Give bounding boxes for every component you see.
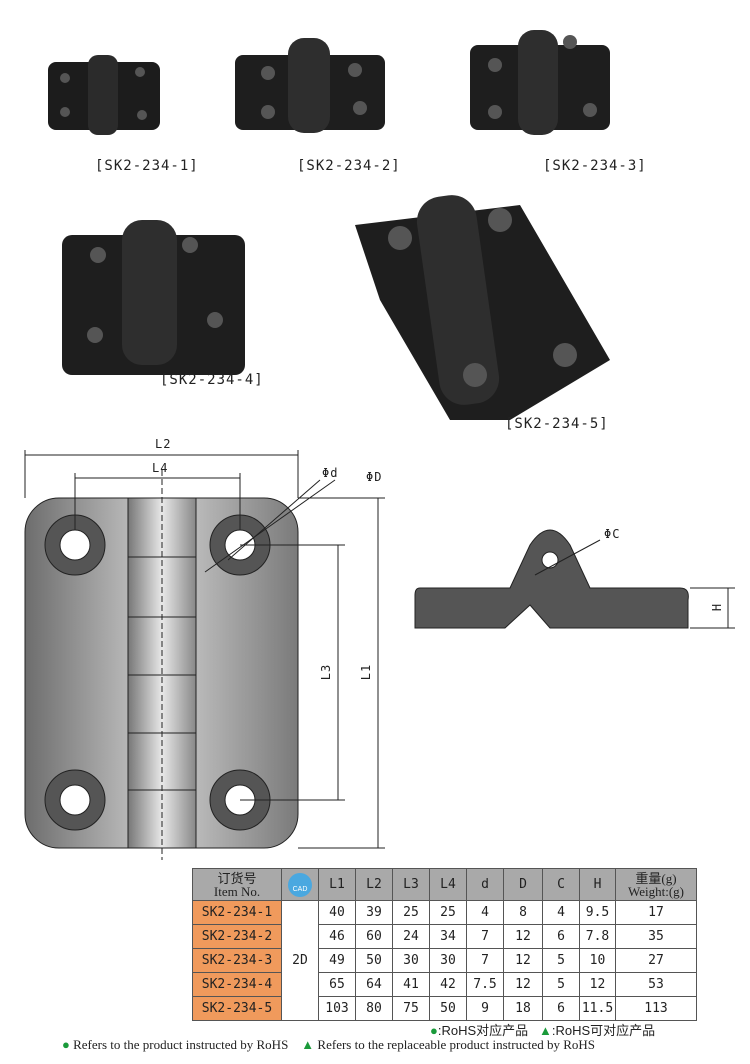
cell-D: 8: [503, 900, 543, 925]
legend-cn-triangle: :RoHS可对应产品: [551, 1023, 656, 1038]
cell-L4: 34: [429, 924, 467, 949]
item-number: SK2-234-3: [192, 948, 282, 973]
legend-cn-circle: :RoHS对应产品: [437, 1023, 529, 1038]
product-code-label: [SK2-234-4]: [160, 372, 264, 388]
cell-L2: 39: [355, 900, 393, 925]
cell-weight: 113: [615, 996, 697, 1021]
cell-L3: 41: [392, 972, 430, 997]
product-photo-sk2-234-4: [62, 220, 245, 375]
dim-D: ΦD: [366, 470, 383, 484]
header-item-en: Item No.: [213, 883, 261, 899]
product-code-label: [SK2-234-3]: [543, 158, 647, 174]
col-C: C: [542, 868, 580, 901]
cell-D: 12: [503, 948, 543, 973]
product-code-label: [SK2-234-2]: [297, 158, 401, 174]
col-H: H: [579, 868, 616, 901]
cell-C: 5: [542, 972, 580, 997]
cell-weight: 27: [615, 948, 697, 973]
dim-L4: L4: [152, 461, 169, 475]
legend-en-triangle: Refers to the replaceable product instru…: [317, 1037, 596, 1052]
cell-L1: 46: [318, 924, 356, 949]
cell-H: 12: [579, 972, 616, 997]
cell-L3: 30: [392, 948, 430, 973]
dim-C: ΦC: [604, 527, 621, 541]
cell-L2: 80: [355, 996, 393, 1021]
col-L3: L3: [392, 868, 430, 901]
cell-L1: 40: [318, 900, 356, 925]
header-weight-en: Weight:(g): [628, 883, 684, 899]
item-number: SK2-234-5: [192, 996, 282, 1021]
product-photo-sk2-234-5: [355, 195, 610, 420]
product-photo-sk2-234-2: [235, 38, 385, 133]
item-number: SK2-234-1: [192, 900, 282, 925]
side-view-drawing: [414, 529, 735, 629]
cell-C: 6: [542, 924, 580, 949]
cell-D: 12: [503, 972, 543, 997]
cell-L1: 49: [318, 948, 356, 973]
product-photo-sk2-234-1: [48, 55, 160, 135]
col-L4: L4: [429, 868, 467, 901]
cell-d: 7.5: [466, 972, 504, 997]
col-L1: L1: [318, 868, 356, 901]
cell-H: 7.8: [579, 924, 616, 949]
cell-L2: 60: [355, 924, 393, 949]
cad-2d-cell: 2D: [281, 900, 319, 1021]
dim-d: Φd: [322, 466, 339, 480]
col-L2: L2: [355, 868, 393, 901]
cell-d: 7: [466, 924, 504, 949]
cell-weight: 35: [615, 924, 697, 949]
cell-C: 6: [542, 996, 580, 1021]
header-weight-cn: 重量(g): [635, 870, 677, 886]
cell-d: 9: [466, 996, 504, 1021]
cell-L4: 50: [429, 996, 467, 1021]
cell-L2: 50: [355, 948, 393, 973]
cell-L3: 25: [392, 900, 430, 925]
cell-L1: 103: [318, 996, 356, 1021]
cell-weight: 53: [615, 972, 697, 997]
cell-H: 9.5: [579, 900, 616, 925]
cell-L3: 24: [392, 924, 430, 949]
header-item-cn: 订货号: [217, 870, 257, 886]
product-code-label: [SK2-234-1]: [95, 158, 199, 174]
dim-L1: L1: [359, 663, 374, 681]
cell-L1: 65: [318, 972, 356, 997]
cell-H: 10: [579, 948, 616, 973]
cell-L3: 75: [392, 996, 430, 1021]
cell-L4: 25: [429, 900, 467, 925]
cell-C: 5: [542, 948, 580, 973]
cell-D: 18: [503, 996, 543, 1021]
product-photo-sk2-234-3: [470, 30, 610, 135]
dim-H: H: [710, 602, 725, 612]
cell-d: 7: [466, 948, 504, 973]
dim-L3: L3: [319, 663, 334, 681]
item-number: SK2-234-2: [192, 924, 282, 949]
cell-L4: 30: [429, 948, 467, 973]
item-number: SK2-234-4: [192, 972, 282, 997]
cell-d: 4: [466, 900, 504, 925]
legend-en-circle: Refers to the product instructed by RoHS: [73, 1037, 289, 1052]
cell-L2: 64: [355, 972, 393, 997]
legend-cn: ●:RoHS对应产品 ▲:RoHS可对应产品: [430, 1023, 656, 1038]
col-d: d: [466, 868, 504, 901]
legend-en: ● Refers to the product instructed by Ro…: [62, 1037, 596, 1052]
cell-C: 4: [542, 900, 580, 925]
col-D: D: [503, 868, 543, 901]
cad-icon: CAD: [288, 872, 312, 897]
dim-L2: L2: [155, 437, 172, 451]
front-view-drawing: [24, 450, 385, 860]
cell-D: 12: [503, 924, 543, 949]
cell-weight: 17: [615, 900, 697, 925]
product-code-label: [SK2-234-5]: [505, 416, 609, 432]
cell-L4: 42: [429, 972, 467, 997]
cell-H: 11.5: [579, 996, 616, 1021]
